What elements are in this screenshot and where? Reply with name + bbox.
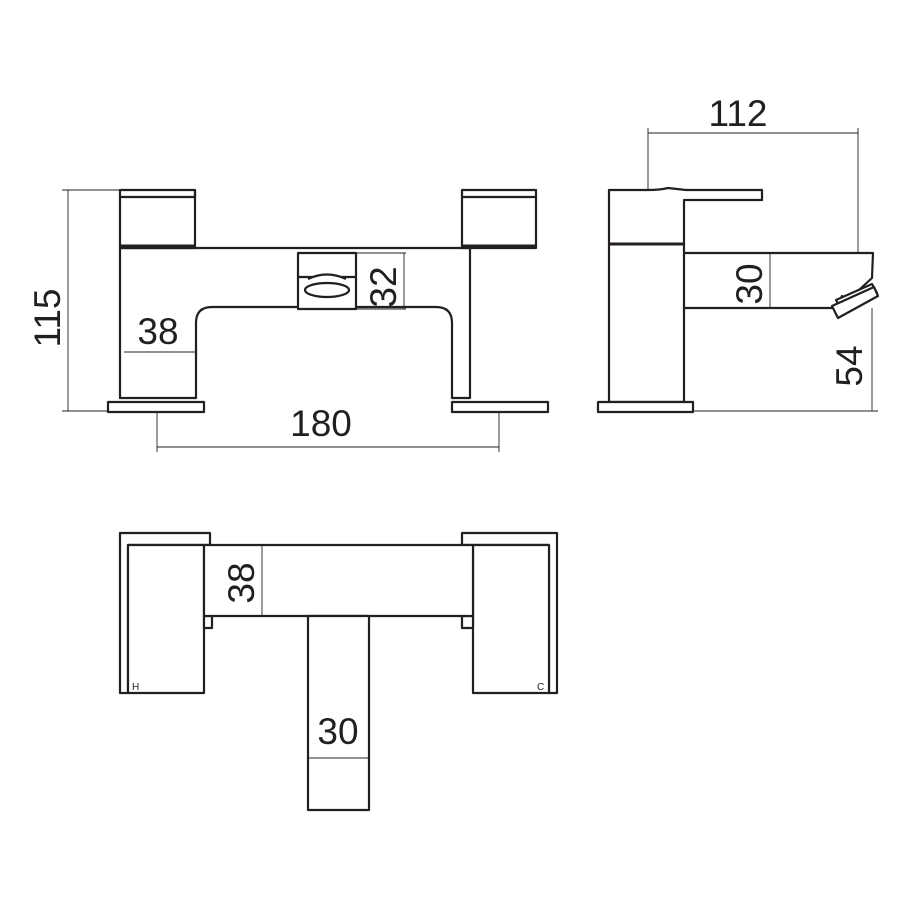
plan-right-handle: C — [460, 531, 559, 695]
front-elevation: 115 38 — [27, 188, 550, 452]
side-base-plate — [596, 400, 695, 414]
spout-thickness-label: 30 — [729, 263, 770, 304]
plan-spout-width-dimension: 30 — [308, 711, 369, 759]
plan-left-handle: H — [118, 531, 214, 695]
cold-marker: C — [537, 682, 544, 693]
hot-marker: H — [132, 682, 139, 693]
spout-thickness-dimension: 30 — [729, 253, 771, 308]
centres-dimension: 180 — [156, 403, 500, 452]
spout-nozzle — [830, 282, 880, 320]
left-base-plate — [106, 400, 206, 414]
plan-body-depth-label: 38 — [221, 562, 262, 603]
plan-body — [202, 543, 475, 618]
projection-dimension: 112 — [647, 93, 859, 258]
plan-view: H C 38 30 — [118, 531, 559, 812]
diverter-knob — [296, 251, 358, 311]
plan-spout — [306, 614, 371, 812]
overall-height-label: 115 — [27, 289, 68, 348]
overall-height-dimension: 115 — [27, 189, 195, 412]
body-height-dimension: 38 — [124, 311, 196, 353]
plan-spout-width-label: 30 — [317, 711, 358, 752]
side-elevation: 112 30 54 — [596, 93, 880, 414]
spout-clearance-dimension: 54 — [693, 308, 878, 412]
diverter-height-dimension: 32 — [356, 252, 406, 310]
left-handle — [118, 188, 197, 250]
tap-body — [118, 246, 472, 400]
diverter-height-label: 32 — [363, 266, 404, 307]
plan-body-depth-dimension: 38 — [221, 545, 263, 616]
centres-label: 180 — [290, 403, 352, 444]
projection-label: 112 — [709, 93, 768, 134]
right-handle — [460, 188, 538, 250]
right-base-plate — [450, 400, 550, 414]
body-height-label: 38 — [137, 311, 178, 352]
spout-clearance-label: 54 — [829, 345, 870, 386]
